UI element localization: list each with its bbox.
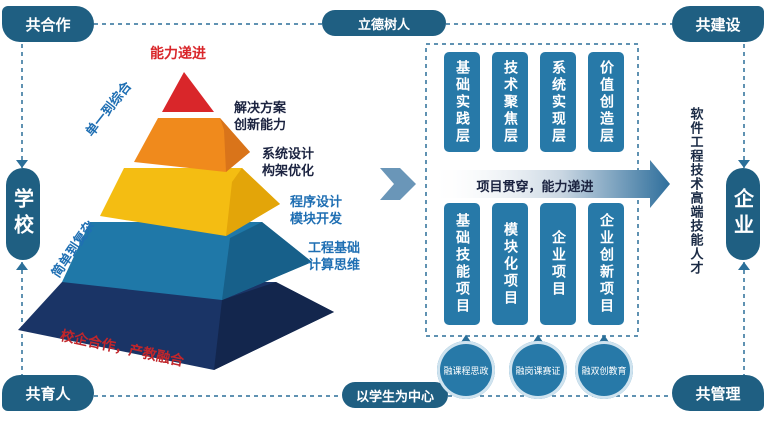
pyramid-level-orange xyxy=(134,118,250,172)
center-dashed-box xyxy=(425,43,639,337)
pyramid-level-1-label: 解决方案 创新能力 xyxy=(234,100,286,134)
project-box-2: 模块化项目 xyxy=(492,203,528,325)
bottom-banner: 以学生为中心 xyxy=(342,382,448,408)
side-right-enterprise: 企业 xyxy=(726,168,760,260)
pyramid-tip-red xyxy=(162,72,214,112)
vertical-arrowheads xyxy=(16,160,750,270)
pyramid-level-4-line2: 计算思维 xyxy=(308,258,361,273)
pyramid-level-2-label: 系统设计 构架优化 xyxy=(262,146,314,180)
top-banner: 立德树人 xyxy=(322,10,446,36)
corner-bottom-left: 共育人 xyxy=(2,375,94,411)
layer-box-1: 基础实践层 xyxy=(444,52,480,152)
pyramid-level-3-label: 程序设计 模块开发 xyxy=(290,194,342,228)
project-box-4: 企业创新项目 xyxy=(588,203,624,325)
project-box-1: 基础技能项目 xyxy=(444,203,480,325)
progress-band-label: 项目贯穿，能力递进 xyxy=(476,180,594,195)
circle-ideology: 融课程思政 xyxy=(437,341,495,399)
progress-band-arrow xyxy=(430,160,670,208)
pyramid-teal-shade xyxy=(222,222,312,300)
corner-bottom-right: 共管理 xyxy=(672,375,764,411)
pyramid-level-1-line2: 创新能力 xyxy=(234,118,287,133)
pyramid-yellow-shade xyxy=(226,168,280,236)
project-box-3: 企业项目 xyxy=(540,203,576,325)
pyramid-orange-shade xyxy=(220,118,250,172)
capability-pyramid xyxy=(18,72,334,370)
talent-target-label: 软件工程技术高端技能人才 xyxy=(687,107,703,275)
circle-innovation: 融双创教育 xyxy=(575,341,633,399)
circle-post-course: 融岗课赛证 xyxy=(509,341,567,399)
pyramid-level-1-line1: 解决方案 xyxy=(234,101,287,116)
pyramid-base-shade xyxy=(214,282,334,370)
pyramid-level-3-line1: 程序设计 xyxy=(290,195,343,210)
pyramid-tip-label: 能力递进 xyxy=(150,46,206,62)
pyramid-level-3-line2: 模块开发 xyxy=(290,212,343,227)
layer-box-3: 系统实现层 xyxy=(540,52,576,152)
corner-top-left: 共合作 xyxy=(2,6,94,42)
pyramid-level-4-label: 工程基础 计算思维 xyxy=(308,240,360,274)
layer-box-4: 价值创造层 xyxy=(588,52,624,152)
side-left-school: 学校 xyxy=(6,168,40,260)
left-chevron-arrow xyxy=(380,168,416,200)
outer-dashed-frame xyxy=(21,23,745,397)
layer-box-2: 技术聚焦层 xyxy=(492,52,528,152)
pyramid-level-4-line1: 工程基础 xyxy=(308,241,361,256)
pyramid-level-2-line1: 系统设计 xyxy=(262,147,315,162)
pyramid-level-2-line2: 构架优化 xyxy=(262,164,315,179)
corner-top-right: 共建设 xyxy=(672,6,764,42)
